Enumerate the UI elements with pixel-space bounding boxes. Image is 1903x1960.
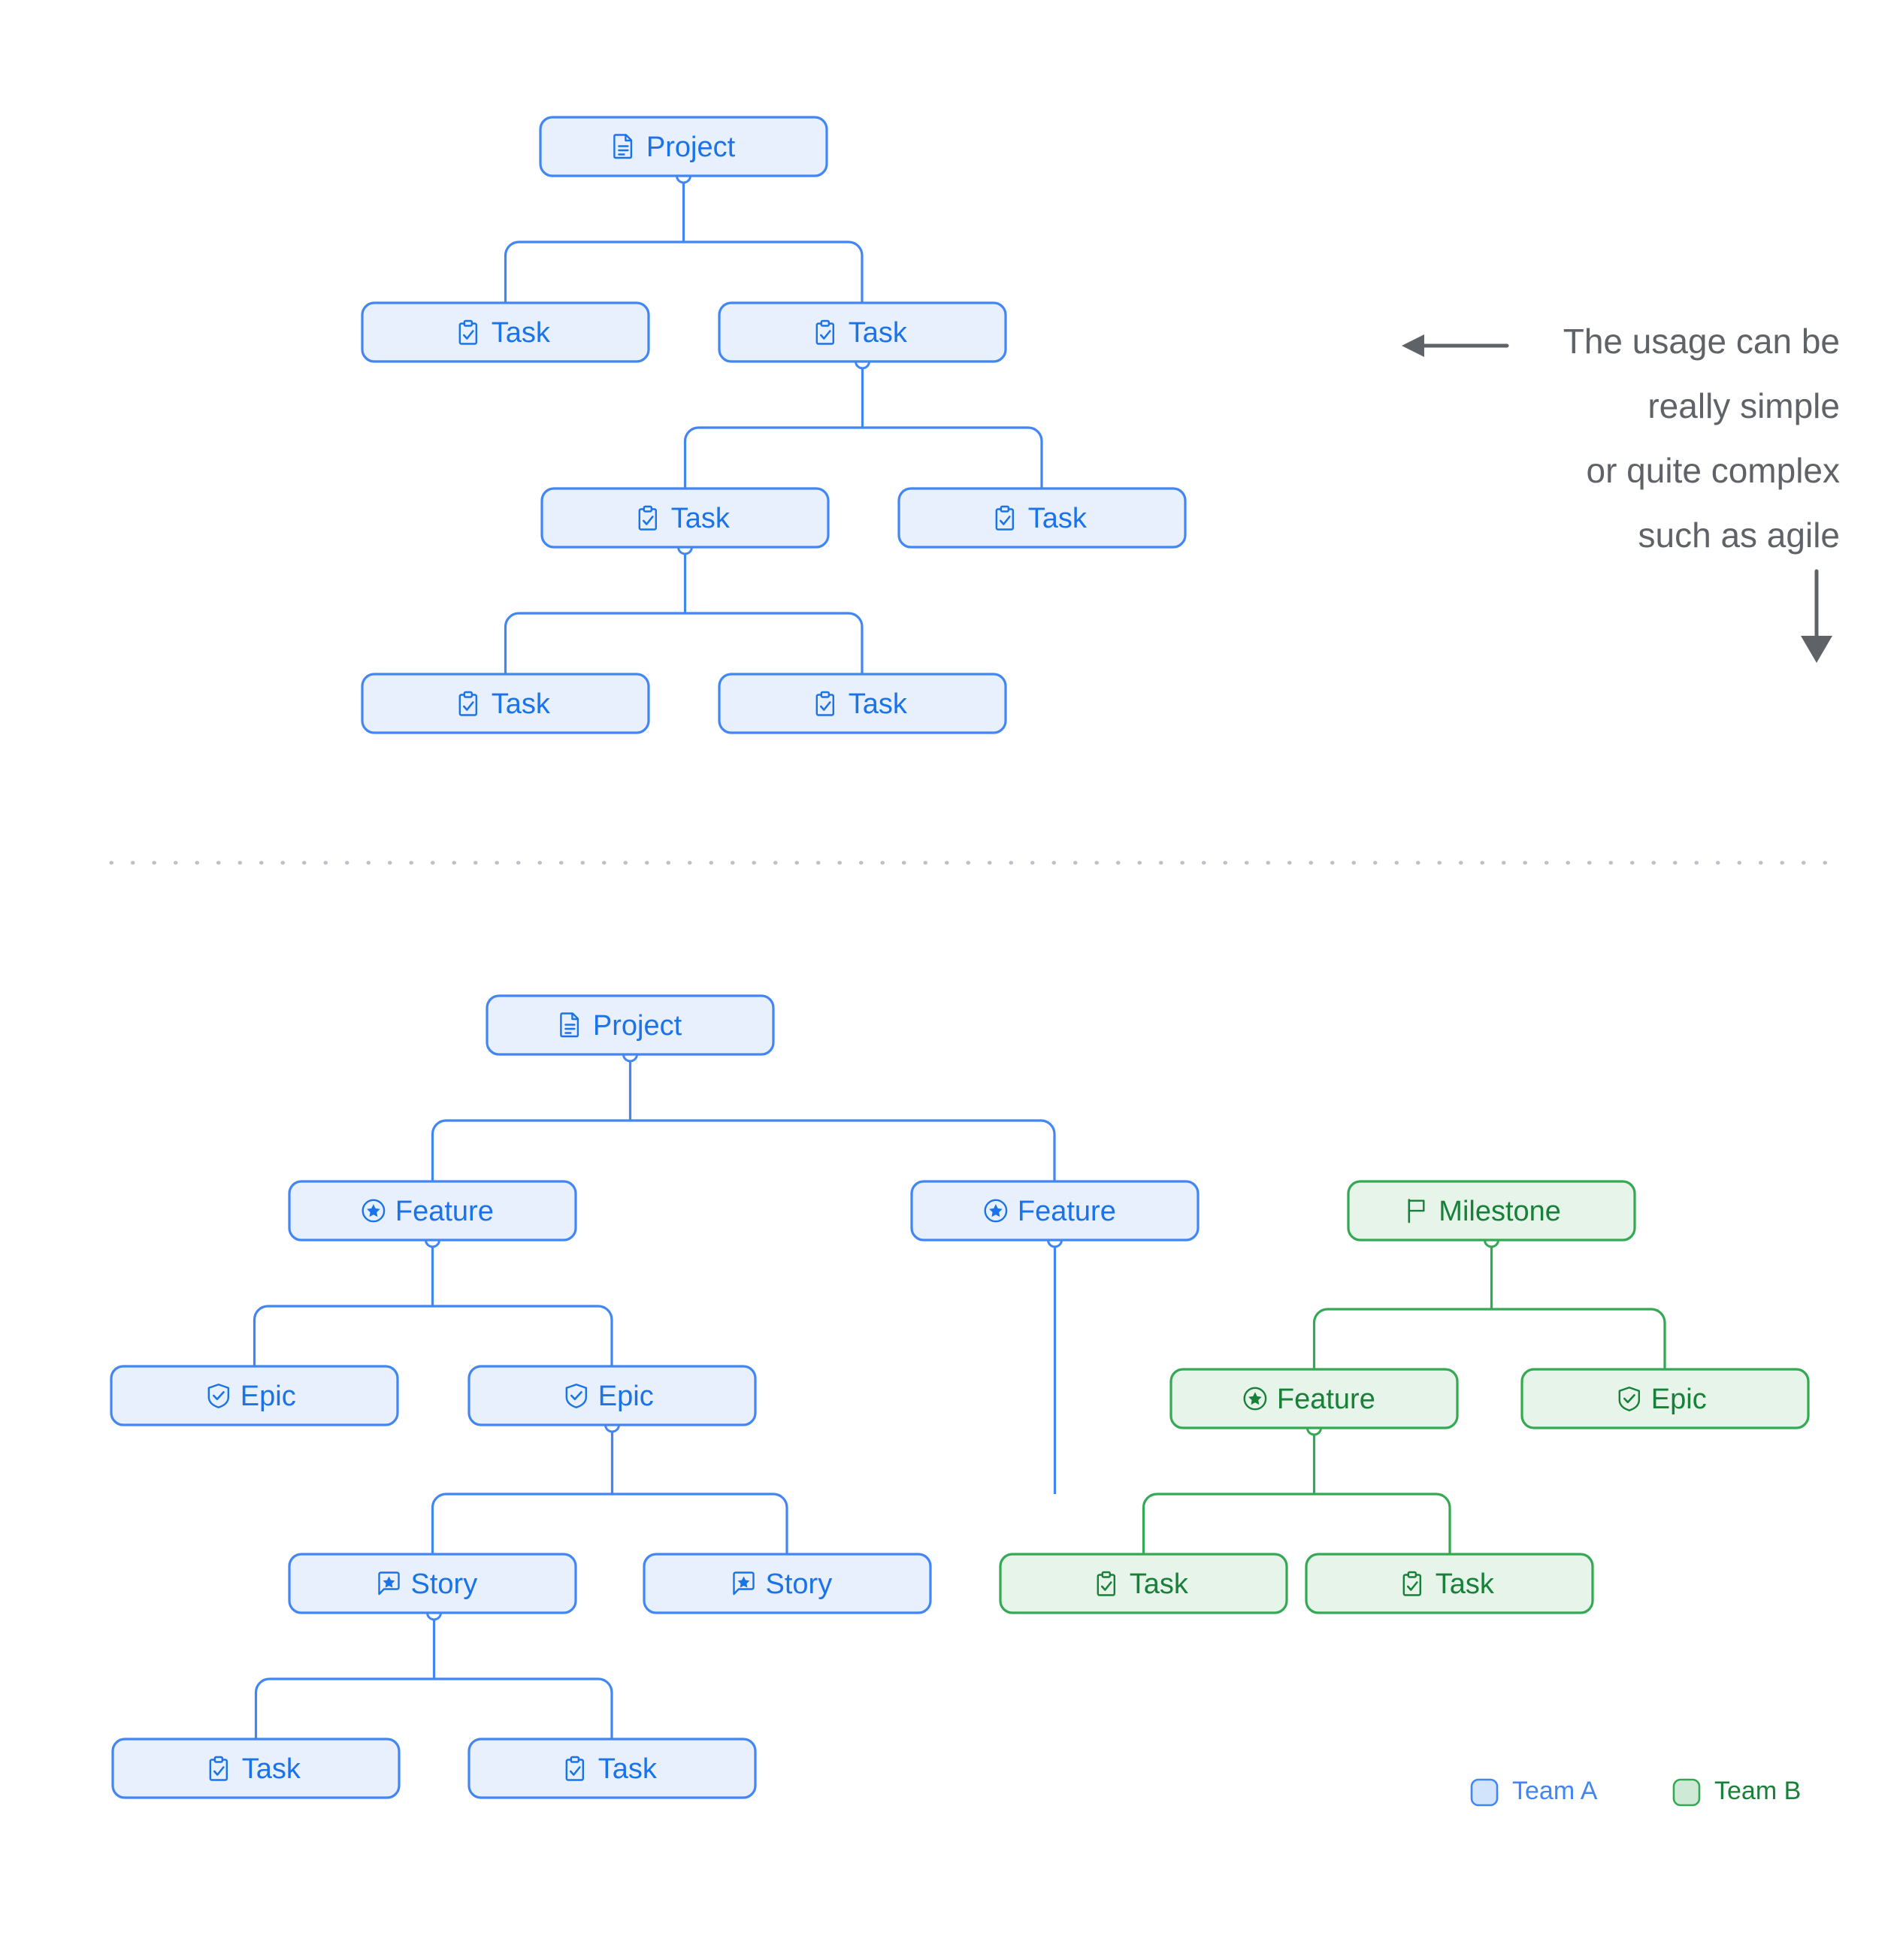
node-box	[110, 1365, 399, 1426]
annotation-line-0: The usage can be	[1563, 322, 1840, 361]
node-box	[540, 487, 830, 549]
node-label: Task	[671, 503, 731, 534]
legend-label-team-b: Team B	[1714, 1777, 1801, 1805]
node-task[interactable]: Task	[1305, 1553, 1594, 1614]
annotation-line-1: really simple	[1647, 386, 1840, 425]
annotation-block: The usage can be really simple or quite …	[1402, 322, 1840, 663]
legend-swatch-team-b	[1672, 1778, 1701, 1807]
node-box	[288, 1553, 577, 1614]
node-task[interactable]: Task	[111, 1738, 401, 1799]
node-box	[1520, 1368, 1810, 1429]
edge-bus	[504, 612, 864, 674]
node-box	[910, 1180, 1200, 1242]
node-label: Task	[849, 317, 908, 349]
node-label: Feature	[1277, 1384, 1375, 1415]
arrow-left-icon	[1402, 334, 1507, 357]
node-task[interactable]: Task	[361, 301, 650, 363]
edge-bus	[1312, 1308, 1666, 1369]
node-box	[486, 994, 775, 1056]
node-label: Task	[492, 317, 551, 349]
annotation-line-3: such as agile	[1638, 516, 1841, 555]
node-label: Task	[849, 688, 908, 720]
node-task[interactable]: Task	[467, 1738, 757, 1799]
node-box	[1347, 1180, 1636, 1242]
node-label: Epic	[241, 1381, 296, 1412]
node-story[interactable]: Story	[288, 1553, 577, 1614]
node-box	[1169, 1368, 1459, 1429]
node-project[interactable]: Project	[486, 994, 775, 1056]
node-label: Epic	[598, 1381, 654, 1412]
node-label: Story	[766, 1568, 833, 1600]
arrow-down-icon	[1801, 571, 1832, 663]
node-feature[interactable]: Feature	[1169, 1368, 1459, 1429]
node-label: Feature	[395, 1196, 494, 1227]
edge-bus	[254, 1677, 613, 1739]
node-label: Story	[411, 1568, 478, 1600]
edge-bus	[253, 1305, 613, 1366]
node-task[interactable]: Task	[718, 301, 1007, 363]
node-epic[interactable]: Epic	[1520, 1368, 1810, 1429]
node-feature[interactable]: Feature	[910, 1180, 1200, 1242]
edge-bus	[504, 240, 864, 303]
node-box	[539, 116, 828, 177]
edge-bus	[1142, 1493, 1451, 1554]
legend-label-team-a: Team A	[1512, 1777, 1598, 1805]
node-milestone[interactable]: Milestone	[1347, 1180, 1636, 1242]
annotation-line-2: or quite complex	[1587, 451, 1841, 490]
legend-item-team-b[interactable]: Team B	[1672, 1777, 1801, 1807]
node-project[interactable]: Project	[539, 116, 828, 177]
node-box	[643, 1553, 932, 1614]
node-label: Task	[1130, 1568, 1189, 1600]
node-label: Task	[492, 688, 551, 720]
node-box	[288, 1180, 577, 1242]
node-label: Project	[646, 132, 736, 163]
edge-bus	[683, 426, 1043, 488]
node-label: Task	[1436, 1568, 1495, 1600]
node-label: Task	[598, 1753, 658, 1785]
node-task[interactable]: Task	[718, 673, 1007, 734]
node-box	[467, 1365, 757, 1426]
node-epic[interactable]: Epic	[110, 1365, 399, 1426]
top-diagram-edges	[504, 176, 1043, 674]
node-label: Task	[242, 1753, 301, 1785]
node-task[interactable]: Task	[361, 673, 650, 734]
node-label: Project	[593, 1010, 682, 1042]
legend: Team A Team B	[1470, 1777, 1801, 1807]
node-box	[361, 673, 650, 734]
edge-bus	[431, 1493, 788, 1554]
node-box	[718, 673, 1007, 734]
node-label: Milestone	[1439, 1196, 1561, 1227]
legend-item-team-a[interactable]: Team A	[1470, 1777, 1598, 1807]
node-task[interactable]: Task	[999, 1553, 1288, 1614]
node-box	[897, 487, 1187, 549]
node-task[interactable]: Task	[897, 487, 1187, 549]
node-box	[1305, 1553, 1594, 1614]
node-label: Feature	[1018, 1196, 1116, 1227]
node-task[interactable]: Task	[540, 487, 830, 549]
legend-swatch-team-a	[1470, 1778, 1499, 1807]
bottom-diagram-ports	[425, 1046, 1499, 1621]
node-epic[interactable]: Epic	[467, 1365, 757, 1426]
node-box	[361, 301, 650, 363]
edge-bus	[431, 1119, 1056, 1181]
node-label: Epic	[1651, 1384, 1707, 1415]
bottom-diagram-edges	[253, 1054, 1057, 1739]
node-box	[111, 1738, 401, 1799]
node-feature[interactable]: Feature	[288, 1180, 577, 1242]
node-box	[718, 301, 1007, 363]
node-box	[999, 1553, 1288, 1614]
bottom-diagram-edges-green	[1142, 1240, 1666, 1554]
node-label: Task	[1028, 503, 1088, 534]
node-box	[467, 1738, 757, 1799]
node-story[interactable]: Story	[643, 1553, 932, 1614]
